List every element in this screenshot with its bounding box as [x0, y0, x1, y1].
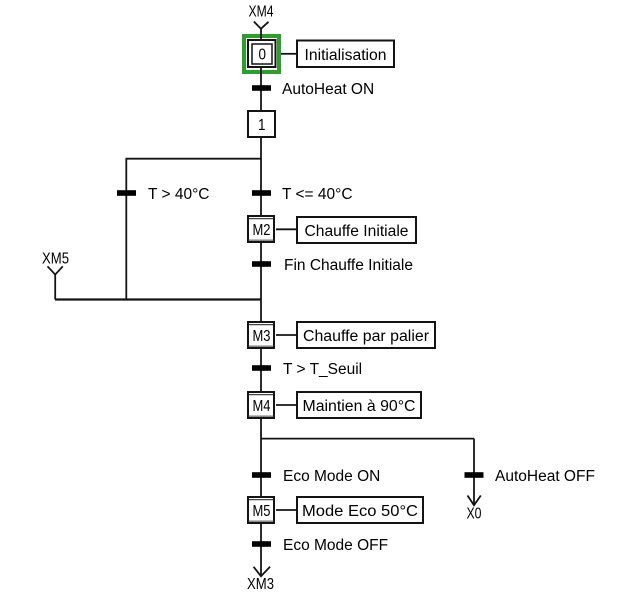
svg-text:X0: X0	[467, 506, 482, 523]
svg-text:M5: M5	[253, 503, 271, 520]
svg-text:Chauffe par palier: Chauffe par palier	[303, 328, 429, 345]
svg-text:Mode Eco 50°C: Mode Eco 50°C	[302, 503, 418, 520]
svg-text:M4: M4	[253, 398, 271, 415]
svg-text:Maintien à 90°C: Maintien à 90°C	[303, 398, 416, 415]
svg-text:Chauffe Initiale: Chauffe Initiale	[305, 223, 409, 240]
svg-text:XM4: XM4	[249, 3, 274, 20]
svg-text:T > 40°C: T > 40°C	[148, 186, 210, 203]
svg-text:Eco Mode OFF: Eco Mode OFF	[283, 537, 388, 554]
svg-text:M2: M2	[253, 222, 271, 239]
svg-text:XM5: XM5	[42, 250, 69, 267]
svg-text:AutoHeat ON: AutoHeat ON	[282, 81, 374, 98]
svg-text:0: 0	[259, 47, 267, 64]
svg-text:1: 1	[258, 117, 266, 134]
svg-text:M3: M3	[253, 328, 271, 345]
svg-text:XM3: XM3	[247, 576, 274, 593]
svg-text:AutoHeat OFF: AutoHeat OFF	[495, 468, 595, 485]
svg-text:Fin Chauffe Initiale: Fin Chauffe Initiale	[284, 257, 413, 274]
svg-text:Initialisation: Initialisation	[305, 47, 387, 64]
svg-text:T <= 40°C: T <= 40°C	[282, 186, 353, 203]
svg-text:T > T_Seuil: T > T_Seuil	[283, 361, 362, 378]
svg-text:Eco Mode ON: Eco Mode ON	[283, 468, 380, 485]
